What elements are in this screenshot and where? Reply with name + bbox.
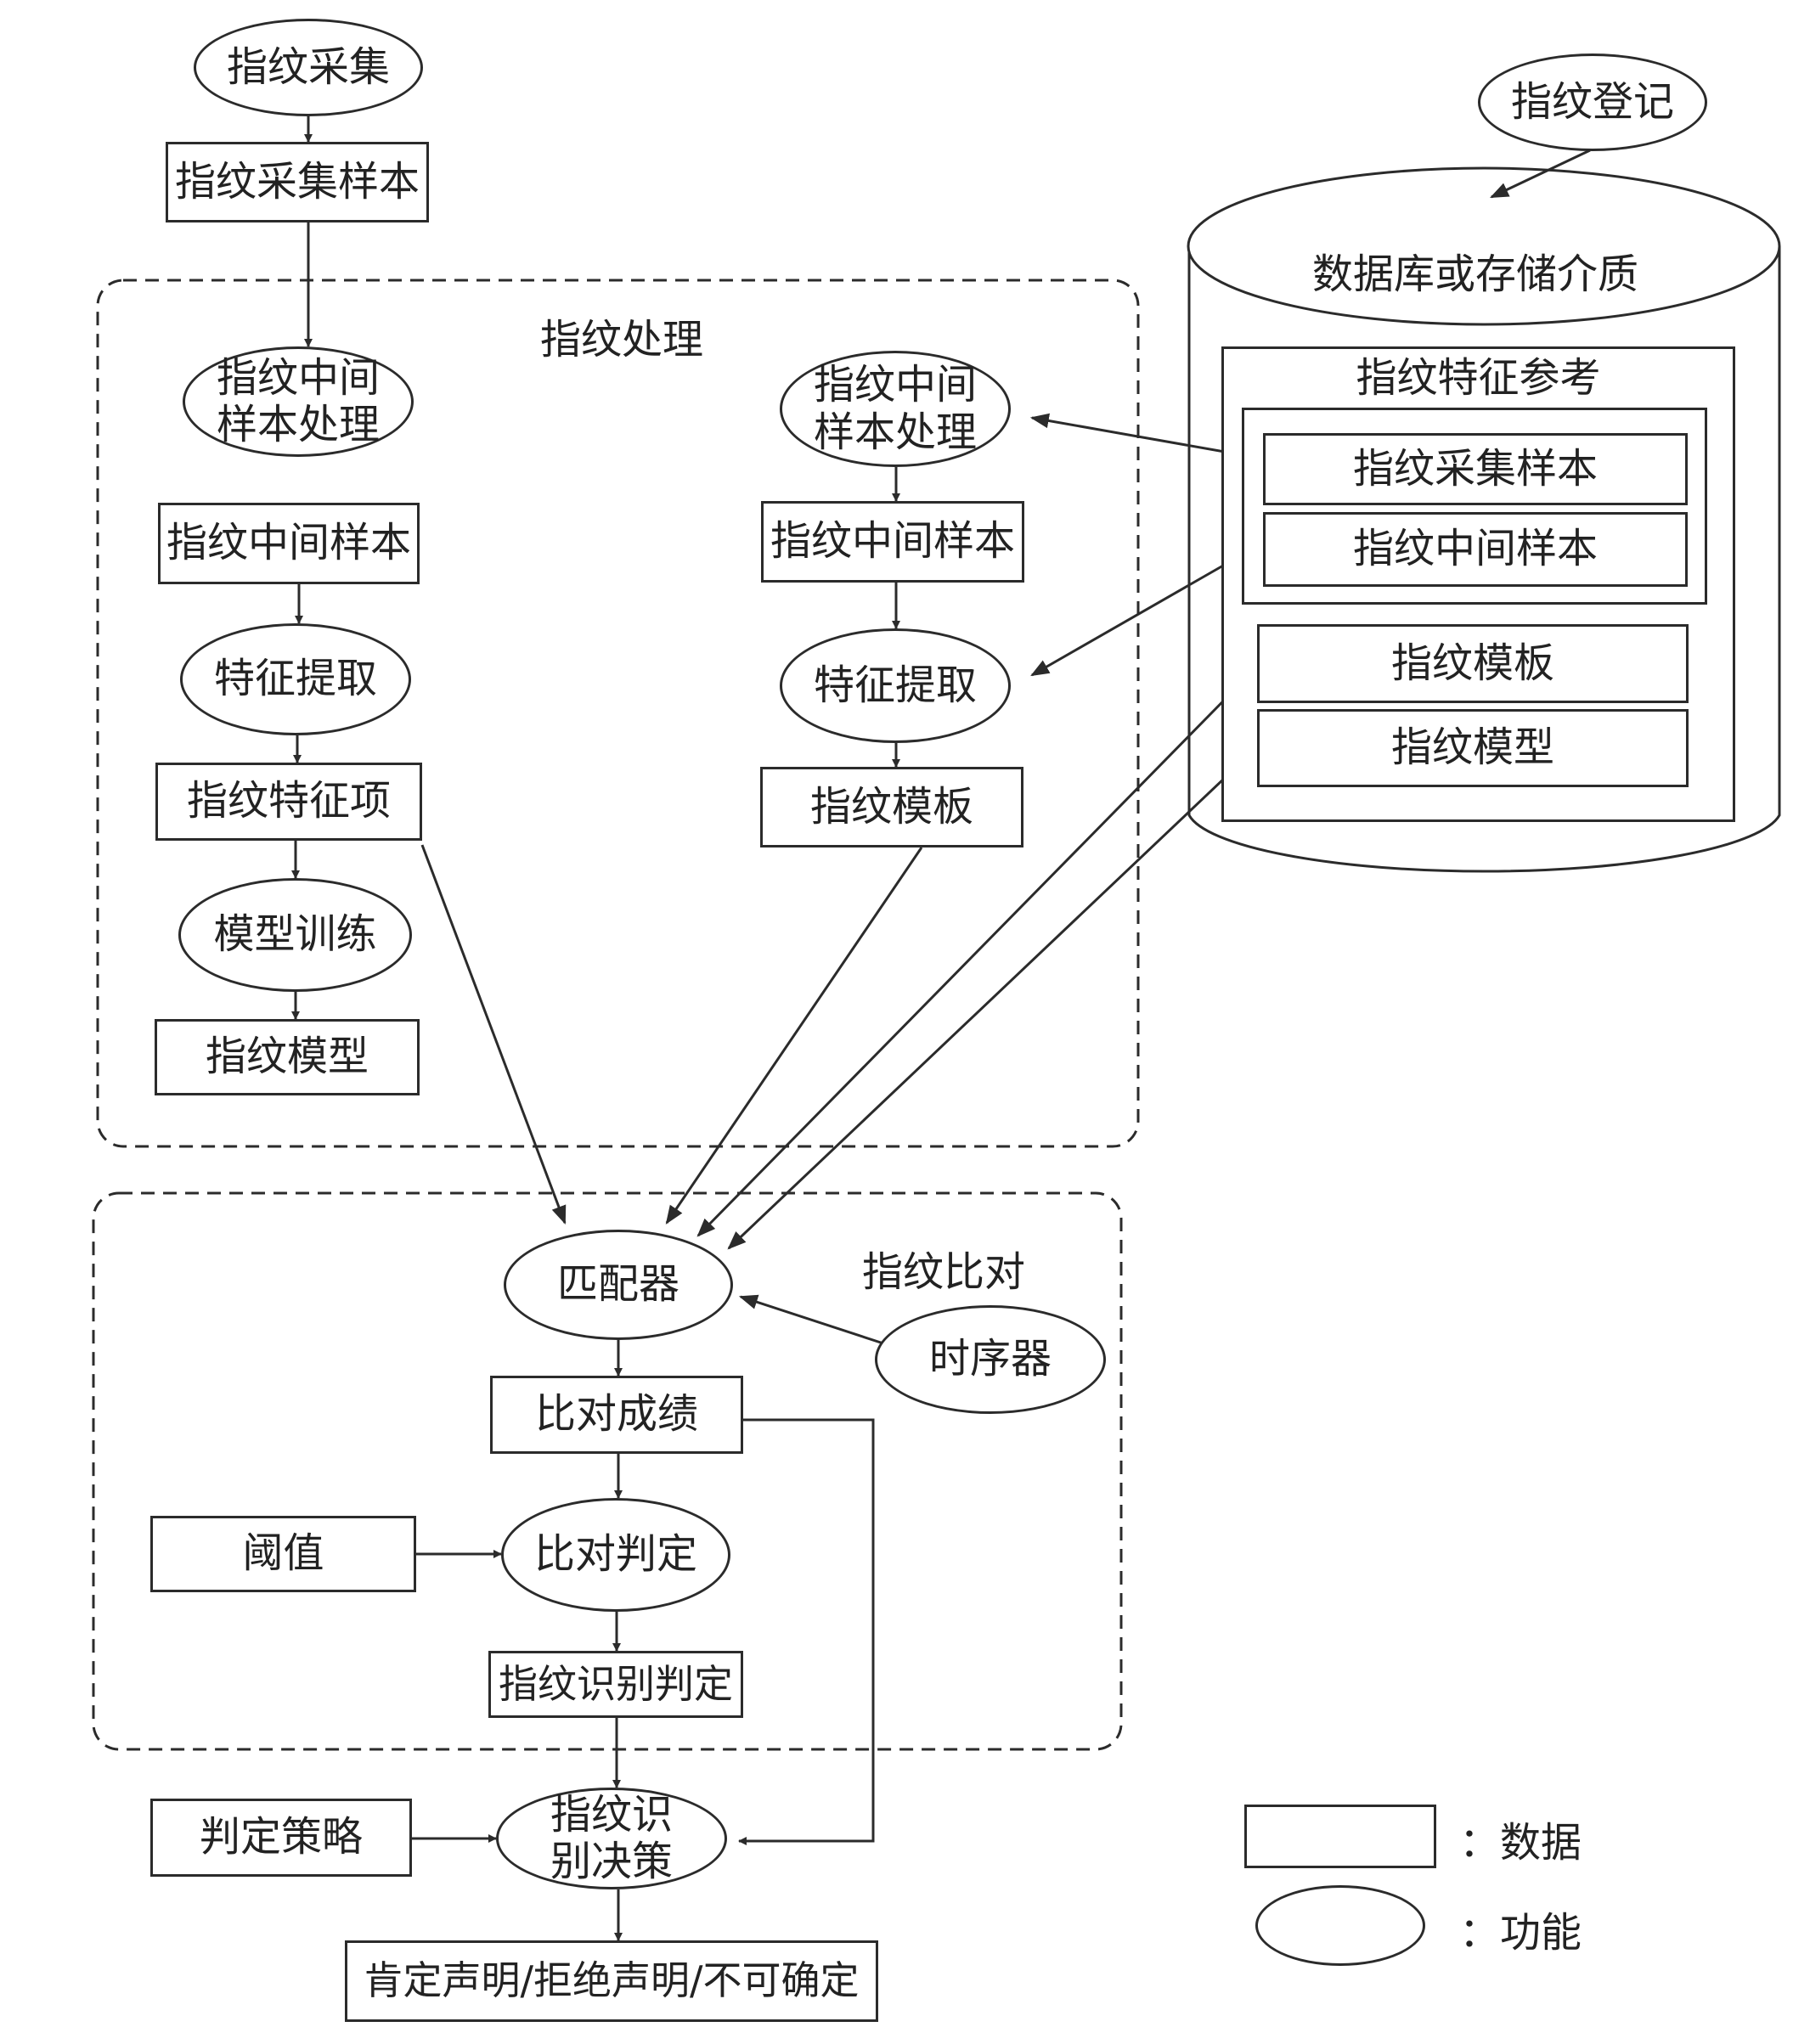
left-intermediate-proc-line1: 指纹中间 [216,353,380,402]
arrow-db-template-to-matcher [696,665,1259,1237]
matcher-ellipse: 匹配器 [504,1230,733,1340]
fp-capture-sample-box: 指纹采集样本 [166,142,429,222]
decision-policy-box: 判定策略 [150,1799,412,1877]
comparison-decision-ellipse: 比对判定 [501,1498,730,1612]
arrow-sequencer-to-matcher [738,1294,884,1345]
arrow-db-intermediate-to-right-feature [1030,543,1260,677]
processing-group-frame [96,279,1140,1148]
arrow-register-to-db [1490,149,1591,199]
database-label: 数据库或存储介质 [1312,251,1639,298]
db-template-box: 指纹模板 [1257,624,1689,703]
comparison-group-label: 指纹比对 [862,1248,1026,1296]
right-intermediate-proc-ellipse: 指纹中间 样本处理 [780,351,1011,467]
model-training-ellipse: 模型训练 [178,878,412,992]
right-intermediate-proc-line1: 指纹中间 [813,361,977,409]
recognition-final-ellipse: 指纹识 别决策 [496,1788,727,1889]
arrow-score-bypass-to-final [738,1418,875,1845]
result-box: 肯定声明/拒绝声明/不可确定 [345,1940,878,2022]
right-fp-template-box: 指纹模板 [760,767,1023,847]
legend-data-label: ：数据 [1459,1819,1582,1867]
right-feature-extract-ellipse: 特征提取 [780,628,1011,743]
fp-capture-ellipse: 指纹采集 [194,19,423,116]
left-intermediate-proc-line2: 样本处理 [216,401,380,448]
left-fp-model-box: 指纹模型 [155,1019,420,1095]
recognition-decision-box: 指纹识别判定 [488,1651,743,1718]
arrow-template-to-matcher [665,847,923,1225]
sequencer-ellipse: 时序器 [875,1305,1106,1414]
right-intermediate-proc-line2: 样本处理 [813,408,977,456]
db-model-box: 指纹模型 [1257,709,1689,787]
left-intermediate-sample-box: 指纹中间样本 [158,503,420,584]
db-capture-sample-box: 指纹采集样本 [1263,433,1688,505]
legend-function-swatch [1255,1885,1425,1966]
recognition-final-line2: 别决策 [550,1838,673,1885]
fp-feature-ref-label: 指纹特征参考 [1356,354,1601,402]
legend-function-label: ：功能 [1459,1909,1582,1957]
db-intermediate-sample-box: 指纹中间样本 [1263,512,1688,587]
right-intermediate-sample-box: 指纹中间样本 [761,501,1024,583]
left-feature-extract-ellipse: 特征提取 [180,623,411,735]
arrow-feature-item-to-matcher [420,844,567,1225]
processing-group-label: 指纹处理 [540,316,704,363]
comparison-score-box: 比对成绩 [490,1376,743,1454]
arrow-db-model-to-matcher [727,746,1259,1250]
legend-data-swatch [1244,1805,1436,1868]
comparison-group-frame [92,1191,1123,1751]
left-feature-item-box: 指纹特征项 [155,763,422,841]
recognition-final-line1: 指纹识 [550,1790,673,1838]
fp-register-ellipse: 指纹登记 [1478,53,1707,151]
left-intermediate-proc-ellipse: 指纹中间 样本处理 [183,346,414,457]
database-cylinder-top [1187,166,1781,326]
threshold-box: 阈值 [150,1516,416,1592]
